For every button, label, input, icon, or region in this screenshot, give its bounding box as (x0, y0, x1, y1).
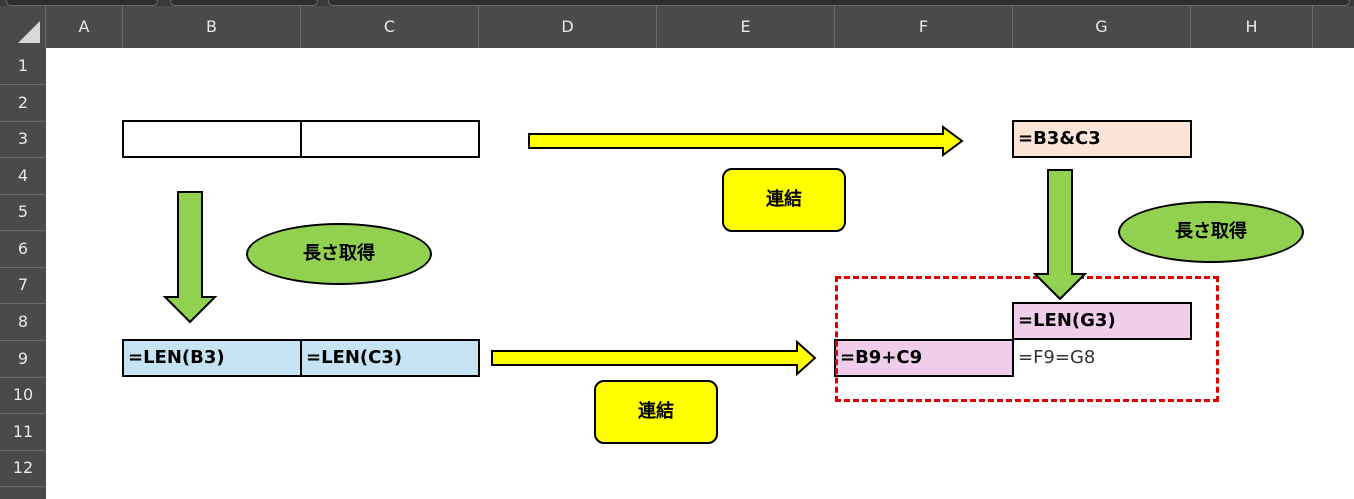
row-header-12[interactable]: 12 (0, 450, 46, 487)
row-header-6[interactable]: 6 (0, 231, 46, 268)
top-strip (0, 0, 1354, 6)
name-box-edge[interactable] (6, 0, 158, 6)
cell-b9[interactable]: =LEN(B3) (122, 339, 303, 377)
length-arrow-right (1032, 169, 1088, 301)
row-header-4[interactable]: 4 (0, 158, 46, 195)
row-header-1[interactable]: 1 (0, 48, 46, 85)
select-all-icon (18, 21, 40, 43)
column-header-bar (0, 6, 1354, 48)
row-header-2[interactable]: 2 (0, 85, 46, 122)
concat-label-bottom: 連結 (594, 380, 718, 444)
cell-f9[interactable]: =B9+C9 (834, 339, 1014, 377)
select-all-button[interactable] (0, 6, 46, 48)
column-header-d[interactable]: D (479, 6, 657, 48)
concat-label-top: 連結 (722, 168, 846, 232)
column-header-g[interactable]: G (1013, 6, 1191, 48)
column-header-h[interactable]: H (1191, 6, 1313, 48)
row-header-5[interactable]: 5 (0, 194, 46, 231)
row-header-9[interactable]: 9 (0, 341, 46, 378)
verification-highlight-box (835, 276, 1219, 402)
row-header-10[interactable]: 10 (0, 377, 46, 414)
toolbar-edge (170, 0, 318, 6)
cell-g8[interactable]: =LEN(G3) (1012, 302, 1192, 340)
column-header-a[interactable]: A (46, 6, 123, 48)
cell-g9[interactable]: =F9=G8 (1018, 347, 1096, 368)
cell-b3[interactable] (122, 120, 303, 158)
column-header-c[interactable]: C (301, 6, 479, 48)
concat-arrow-bottom (491, 339, 817, 377)
concat-arrow-top (528, 125, 964, 157)
length-label-left: 長さ取得 (246, 223, 432, 285)
row-header-3[interactable]: 3 (0, 121, 46, 158)
column-header-f[interactable]: F (835, 6, 1013, 48)
length-arrow-left (162, 191, 218, 324)
row-header-7[interactable]: 7 (0, 267, 46, 304)
row-header-bar (0, 48, 46, 499)
cell-c3[interactable] (300, 120, 480, 158)
column-header-e[interactable]: E (657, 6, 835, 48)
column-header-b[interactable]: B (123, 6, 301, 48)
cell-g3[interactable]: =B3&C3 (1012, 120, 1192, 158)
cell-c9[interactable]: =LEN(C3) (300, 339, 480, 377)
length-label-right: 長さ取得 (1118, 201, 1304, 263)
formula-bar-edge[interactable] (328, 0, 1350, 6)
row-header-8[interactable]: 8 (0, 304, 46, 341)
row-header-11[interactable]: 11 (0, 414, 46, 451)
